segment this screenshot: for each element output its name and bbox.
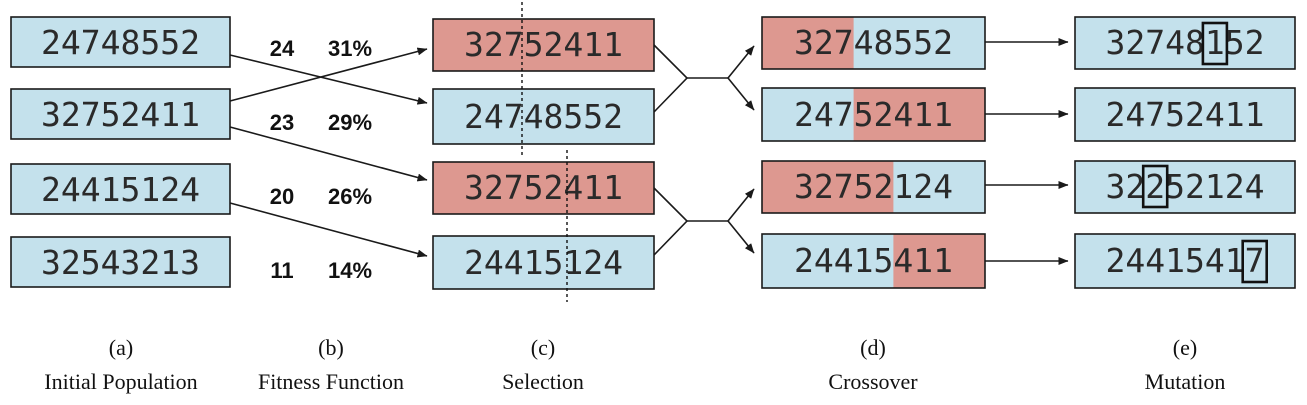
selection-box: 24748552	[432, 88, 655, 145]
fitness-score: 24	[270, 36, 295, 61]
crossover-column: 32748552 24752411 32752124 24415411	[761, 16, 986, 289]
caption-label: Fitness Function	[258, 369, 404, 394]
caption-letter: (c)	[531, 335, 555, 360]
arrow-to-cross1	[727, 45, 755, 79]
mutation-column: 32748152 24752411 32252124 24415417	[1074, 16, 1296, 289]
population-string: 32752411	[41, 95, 200, 134]
mutated-gene-highlight	[1141, 164, 1169, 209]
caption-label: Crossover	[828, 369, 918, 394]
selection-box: 24415124	[432, 235, 655, 290]
fitness-column: 24 31% 23 29% 20 26% 11 14%	[270, 36, 372, 283]
crossover-box: 24752411	[761, 87, 986, 142]
fitness-score: 11	[270, 258, 293, 283]
caption-label: Selection	[502, 369, 584, 394]
caption-letter: (d)	[860, 335, 886, 360]
caption-label: Initial Population	[44, 369, 197, 394]
captions: (a) Initial Population (b) Fitness Funct…	[44, 335, 1225, 394]
mutated-gene-highlight	[1241, 239, 1268, 284]
crossover-string: 32748552	[794, 23, 953, 62]
arrow-to-cross4	[727, 220, 755, 254]
population-box: 32543213	[10, 236, 231, 288]
pair2-join-line	[653, 187, 689, 256]
arrow-to-cross2	[727, 77, 755, 111]
fitness-score: 20	[270, 184, 294, 209]
mutated-gene-highlight	[1201, 21, 1229, 66]
selection-string: 24415124	[464, 243, 623, 282]
population-string: 32543213	[41, 243, 200, 282]
crossover-string: 24752411	[794, 95, 953, 134]
fitness-percent: 29%	[328, 110, 372, 135]
arrow-to-cross3	[727, 188, 755, 222]
mutation-box: 32252124	[1074, 160, 1296, 214]
mutation-string: 32748152	[1106, 23, 1265, 62]
selection-string: 32752411	[464, 168, 623, 207]
population-string: 24415124	[41, 170, 200, 209]
caption-letter: (a)	[109, 335, 133, 360]
selection-string: 24748552	[464, 97, 623, 136]
selection-column: 32752411 24748552 32752411 24415124	[432, 2, 655, 302]
crossover-box: 24415411	[761, 233, 986, 289]
population-string: 24748552	[41, 23, 200, 62]
selection-box: 32752411	[432, 18, 655, 72]
caption-letter: (e)	[1173, 335, 1197, 360]
fitness-score: 23	[270, 110, 294, 135]
caption-label: Mutation	[1145, 369, 1226, 394]
initial-population-column: 24748552 32752411 24415124 32543213	[10, 16, 231, 288]
mutation-string: 24752411	[1106, 95, 1265, 134]
arrow-pop1-to-sel2	[229, 54, 428, 105]
selection-string: 32752411	[464, 25, 623, 64]
selection-box: 32752411	[432, 161, 655, 215]
population-box: 24748552	[10, 16, 231, 68]
caption-letter: (b)	[318, 335, 344, 360]
mutation-box: 32748152	[1074, 16, 1296, 70]
connector-lines	[229, 38, 1069, 265]
pair1-join-line	[653, 44, 689, 113]
mutation-box: 24415417	[1074, 233, 1296, 289]
fitness-percent: 31%	[328, 36, 372, 61]
crossover-string: 32752124	[794, 167, 953, 206]
crossover-box: 32752124	[761, 160, 986, 214]
arrow-pop2-to-sel1	[229, 47, 428, 102]
mutation-string: 32252124	[1106, 167, 1265, 206]
crossover-string: 24415411	[794, 241, 953, 280]
mutation-string: 24415417	[1106, 241, 1265, 280]
population-box: 32752411	[10, 88, 231, 140]
arrow-pop3-to-sel4	[229, 202, 428, 258]
mutation-box: 24752411	[1074, 87, 1296, 142]
population-box: 24415124	[10, 163, 231, 215]
fitness-percent: 26%	[328, 184, 372, 209]
arrow-pop2-to-sel3	[229, 126, 428, 182]
fitness-percent: 14%	[328, 258, 372, 283]
crossover-box: 32748552	[761, 16, 986, 70]
